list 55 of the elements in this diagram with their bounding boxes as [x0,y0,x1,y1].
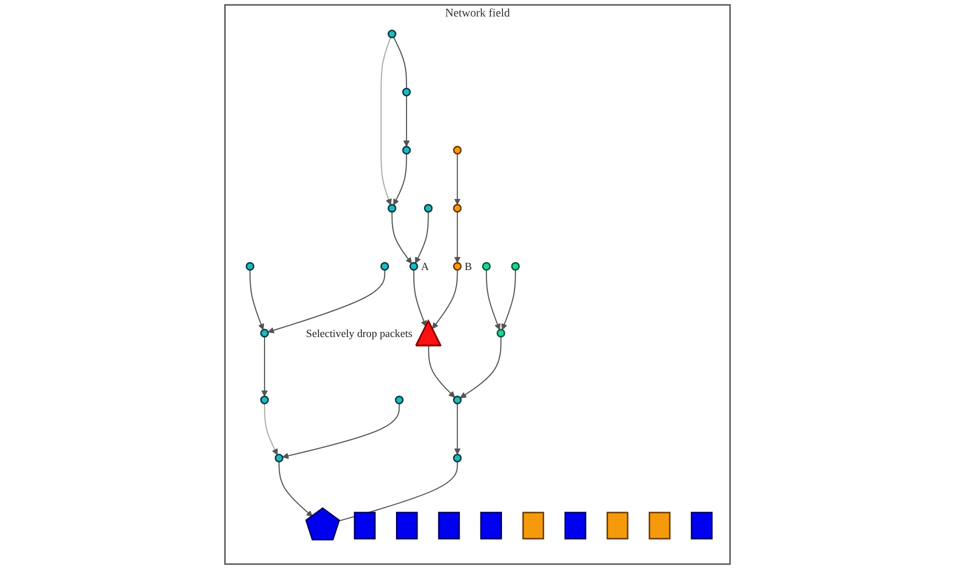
packet-bar [522,512,544,540]
sensor-node-circle [388,30,396,38]
sensor-node-circle [409,260,429,273]
sensor-node-circle [246,262,254,271]
sensor-node-circle [274,454,284,462]
connector [393,36,408,88]
arrow [460,336,502,398]
arrow [486,270,501,330]
malicious-node-triangle [306,320,442,346]
sensor-node-circle [452,260,472,273]
node-caption: Selectively drop packets [306,328,412,340]
arrow [454,404,461,455]
arrow [501,270,516,330]
sensor-node-circle [452,396,462,404]
packet-bar [480,512,502,540]
arrow [428,346,456,398]
sensor-node-circle [394,396,404,404]
base-station-pentagon [305,507,340,540]
arrow [249,270,264,330]
sensor-node-circle [402,88,411,96]
sensor-node-circle [452,146,462,154]
node-caption: B [464,260,472,273]
sensor-node-circle [388,204,396,213]
arrow [278,462,313,517]
arrow [432,270,458,329]
arrow [282,404,400,459]
arrow [454,212,461,263]
arrow [391,212,412,264]
arrow [413,270,427,327]
packet-bar [564,512,586,540]
arrow [403,96,410,147]
sensor-node-circle [402,146,411,154]
sensor-node-circle [496,328,506,338]
arrow [264,404,278,456]
packet-bar [648,512,670,540]
arrow [261,336,268,397]
sensor-node-circle [511,262,520,271]
packet-bar [354,512,376,540]
packet-bar [396,512,418,540]
arrow [268,270,386,334]
sensor-node-circle [482,262,491,271]
packet-bar [690,512,713,540]
arrow [454,154,461,205]
sensor-node-circle [452,204,462,213]
sensor-node-circle [452,454,462,462]
packet-bar [606,512,628,540]
arrow [415,212,429,264]
sensor-node-circle [260,396,269,404]
sensor-node-circle [424,204,433,213]
packet-bar [438,512,460,540]
arrow [380,37,392,206]
sensor-node-circle [260,328,269,338]
sensor-node-circle [380,262,390,271]
arrow [393,154,408,206]
node-caption: A [421,260,429,273]
